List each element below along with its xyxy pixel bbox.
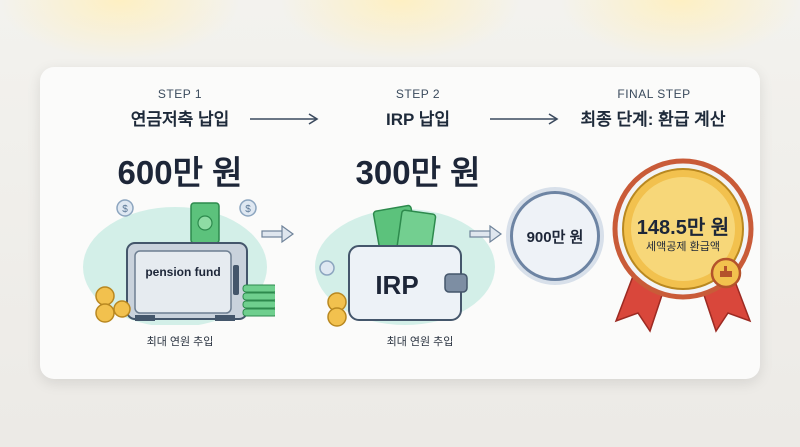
refund-medal: 148.5만 원 세액공제 환급액 bbox=[608, 153, 758, 335]
refund-caption: 세액공제 환급액 bbox=[646, 241, 720, 253]
arrow-right-icon bbox=[261, 224, 295, 244]
irp-wallet-label: IRP bbox=[375, 270, 419, 300]
step1-caption: 최대 연원 추입 bbox=[146, 336, 214, 348]
refund-amount: 148.5만 원 bbox=[636, 217, 730, 239]
step1-amount: 600만 원 bbox=[117, 154, 243, 191]
total-amount-badge: 900만 원 bbox=[510, 191, 600, 281]
arrow-right-icon-2 bbox=[469, 224, 503, 244]
svg-text:$: $ bbox=[122, 204, 128, 215]
header-arrow-1 bbox=[250, 113, 319, 125]
irp-wallet-illustration: IRP bbox=[305, 202, 505, 327]
pension-safe-label: pension fund bbox=[145, 265, 221, 279]
step2-label: STEP 2 bbox=[395, 87, 441, 101]
wallet-icon bbox=[315, 204, 495, 327]
pension-safe-icon: $ $ bbox=[83, 199, 275, 325]
final-step-label: FINAL STEP bbox=[617, 87, 691, 101]
pension-safe-illustration: $ $ pension fund bbox=[75, 195, 275, 325]
header-arrow-2 bbox=[490, 113, 559, 125]
infographic-card: STEP 1 연금저축 납입 STEP 2 IRP 납입 FINAL STEP … bbox=[40, 67, 760, 379]
step2-caption: 최대 연원 추입 bbox=[386, 336, 454, 348]
ribbon-medal-icon bbox=[612, 158, 754, 333]
final-step-title: 최종 단계: 환급 계산 bbox=[580, 110, 726, 129]
step2-amount: 300만 원 bbox=[355, 154, 481, 191]
step2-title: IRP 납입 bbox=[385, 110, 451, 129]
svg-text:$: $ bbox=[245, 204, 251, 215]
total-amount: 900만 원 bbox=[526, 228, 584, 246]
step1-label: STEP 1 bbox=[157, 87, 203, 101]
step1-title: 연금저축 납입 bbox=[130, 110, 230, 129]
